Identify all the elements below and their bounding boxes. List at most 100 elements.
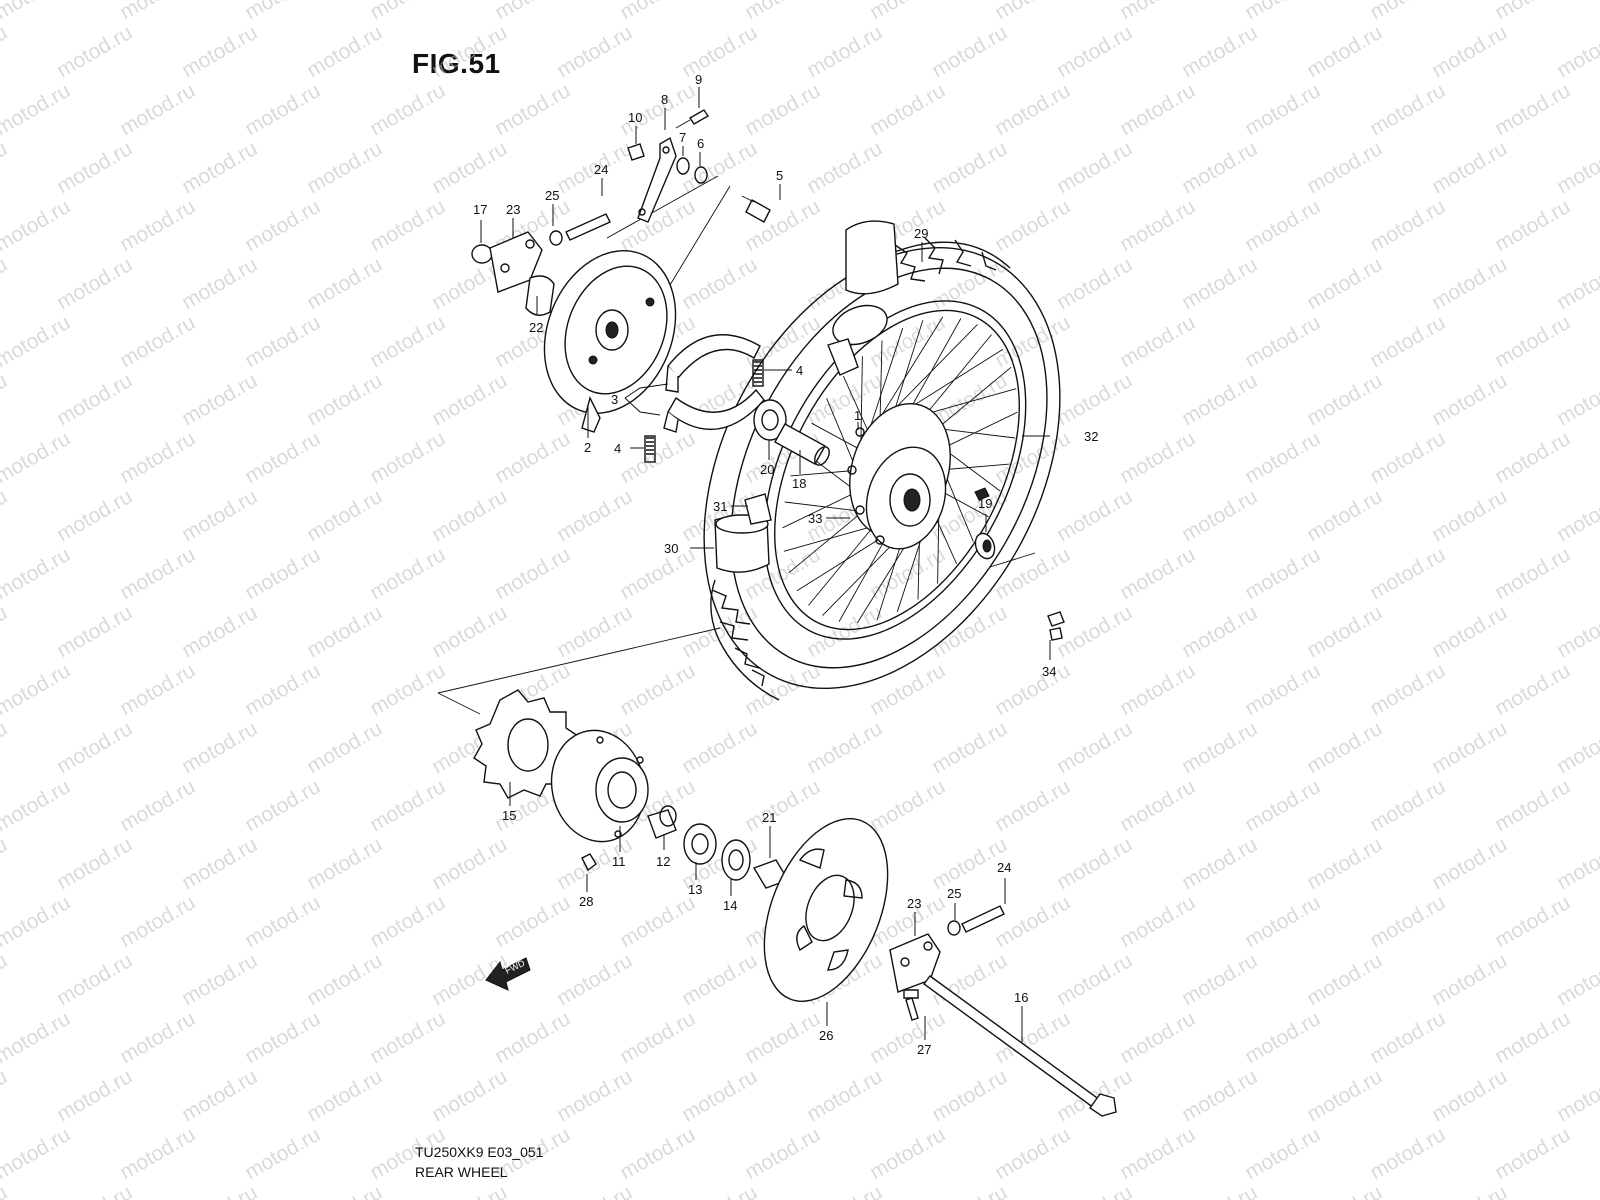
watermark-text: motod.ru	[491, 543, 574, 604]
watermark-text: motod.ru	[428, 1065, 511, 1126]
watermark-text: motod.ru	[0, 891, 74, 952]
watermark-text: motod.ru	[1491, 195, 1574, 256]
wheel-hub	[847, 402, 951, 550]
callout-numbers: 1 2 3 4 4 5 6 7 8 9 10 11 12 13 14 15 16…	[473, 72, 1098, 1057]
watermark-text: motod.ru	[1303, 833, 1386, 894]
watermark-text: motod.ru	[53, 717, 136, 778]
watermark-text: motod.ru	[178, 253, 261, 314]
callout-8: 8	[661, 92, 668, 107]
watermark-text: motod.ru	[1366, 195, 1449, 256]
watermark-text: motod.ru	[116, 775, 199, 836]
watermark-text: motod.ru	[1491, 891, 1574, 952]
watermark-text: motod.ru	[1241, 427, 1324, 488]
watermark-text: motod.ru	[1116, 775, 1199, 836]
callout-1: 1	[854, 408, 861, 423]
watermark-text: motod.ru	[241, 427, 324, 488]
spoke	[788, 505, 870, 574]
callout-4-upper: 4	[796, 363, 803, 378]
watermark-text: motod.ru	[1303, 137, 1386, 198]
callout-19: 19	[978, 496, 992, 511]
watermark-text: motod.ru	[366, 0, 449, 24]
watermark-text: motod.ru	[1303, 1065, 1386, 1126]
callout-18: 18	[792, 476, 806, 491]
callout-29: 29	[914, 226, 928, 241]
watermark-text: motod.ru	[303, 1181, 386, 1200]
watermark-text: motod.ru	[1053, 369, 1136, 430]
watermark-text: motod.ru	[553, 949, 636, 1010]
watermark-text: motod.ru	[116, 0, 199, 24]
watermark-text: motod.ru	[1428, 949, 1511, 1010]
watermark-text: motod.ru	[1116, 543, 1199, 604]
watermark-text: motod.ru	[1491, 1123, 1574, 1184]
callout-9: 9	[695, 72, 702, 87]
watermark-text: motod.ru	[928, 21, 1011, 82]
watermark-text: motod.ru	[303, 485, 386, 546]
watermark-text: motod.ru	[553, 1065, 636, 1126]
watermark-text: motod.ru	[1178, 137, 1261, 198]
watermark-text: motod.ru	[1053, 717, 1136, 778]
callout-24-upper: 24	[594, 162, 608, 177]
watermark-text: motod.ru	[491, 427, 574, 488]
watermark-text: motod.ru	[241, 775, 324, 836]
watermark-text: motod.ru	[991, 775, 1074, 836]
watermark-text: motod.ru	[0, 601, 11, 662]
watermark-text: motod.ru	[803, 137, 886, 198]
watermark-text: motod.ru	[0, 543, 74, 604]
watermark-text: motod.ru	[241, 659, 324, 720]
figure-model-code: TU250XK9 E03_051	[415, 1144, 544, 1160]
watermark-text: motod.ru	[1553, 1181, 1600, 1200]
watermark-text: motod.ru	[1053, 833, 1136, 894]
watermark-text: motod.ru	[1178, 21, 1261, 82]
callout-34: 34	[1042, 664, 1056, 679]
spoke	[873, 316, 944, 428]
watermark-text: motod.ru	[678, 949, 761, 1010]
watermark-text: motod.ru	[928, 1181, 1011, 1200]
watermark-text: motod.ru	[0, 195, 74, 256]
watermark-text: motod.ru	[303, 601, 386, 662]
watermark-text: motod.ru	[116, 311, 199, 372]
brake-shoes	[663, 334, 765, 433]
watermark-text: motod.ru	[178, 137, 261, 198]
callout-27: 27	[917, 1042, 931, 1057]
watermark-text: motod.ru	[678, 601, 761, 662]
watermark-text: motod.ru	[303, 21, 386, 82]
watermark-text: motod.ru	[741, 1123, 824, 1184]
watermark-text: motod.ru	[1491, 775, 1574, 836]
callout-31: 31	[713, 499, 727, 514]
watermark-text: motod.ru	[1491, 0, 1574, 24]
watermark-text: motod.ru	[553, 1181, 636, 1200]
watermark-text: motod.ru	[1303, 485, 1386, 546]
watermark-text: motod.ru	[741, 775, 824, 836]
watermark-text: motod.ru	[178, 717, 261, 778]
watermark-text: motod.ru	[1241, 775, 1324, 836]
callout-25-lower: 25	[947, 886, 961, 901]
bearing-19	[974, 487, 996, 560]
callout-16: 16	[1014, 990, 1028, 1005]
rim	[763, 300, 1027, 640]
watermark-text: motod.ru	[991, 0, 1074, 24]
watermark-text: motod.ru	[1428, 137, 1511, 198]
watermark-text: motod.ru	[741, 79, 824, 140]
callout-25-upper: 25	[545, 188, 559, 203]
watermark-text: motod.ru	[116, 79, 199, 140]
watermark-text: motod.ru	[0, 949, 11, 1010]
watermark-text: motod.ru	[53, 1065, 136, 1126]
watermark-text: motod.ru	[1053, 949, 1136, 1010]
watermark-text: motod.ru	[1241, 79, 1324, 140]
watermark-text: motod.ru	[303, 833, 386, 894]
watermark-text: motod.ru	[1303, 21, 1386, 82]
watermark-text: motod.ru	[0, 21, 11, 82]
watermark-text: motod.ru	[1366, 0, 1449, 24]
watermark-text: motod.ru	[1303, 369, 1386, 430]
watermark-text: motod.ru	[1553, 137, 1600, 198]
watermark-text: motod.ru	[1178, 949, 1261, 1010]
watermark-text: motod.ru	[1303, 1181, 1386, 1200]
watermark-text: motod.ru	[1553, 1065, 1600, 1126]
watermark-text: motod.ru	[991, 79, 1074, 140]
watermark-text: motod.ru	[1116, 195, 1199, 256]
callout-14: 14	[723, 898, 737, 913]
watermark-text: motod.ru	[1428, 717, 1511, 778]
callout-6: 6	[697, 136, 704, 151]
watermark-text: motod.ru	[1428, 1181, 1511, 1200]
